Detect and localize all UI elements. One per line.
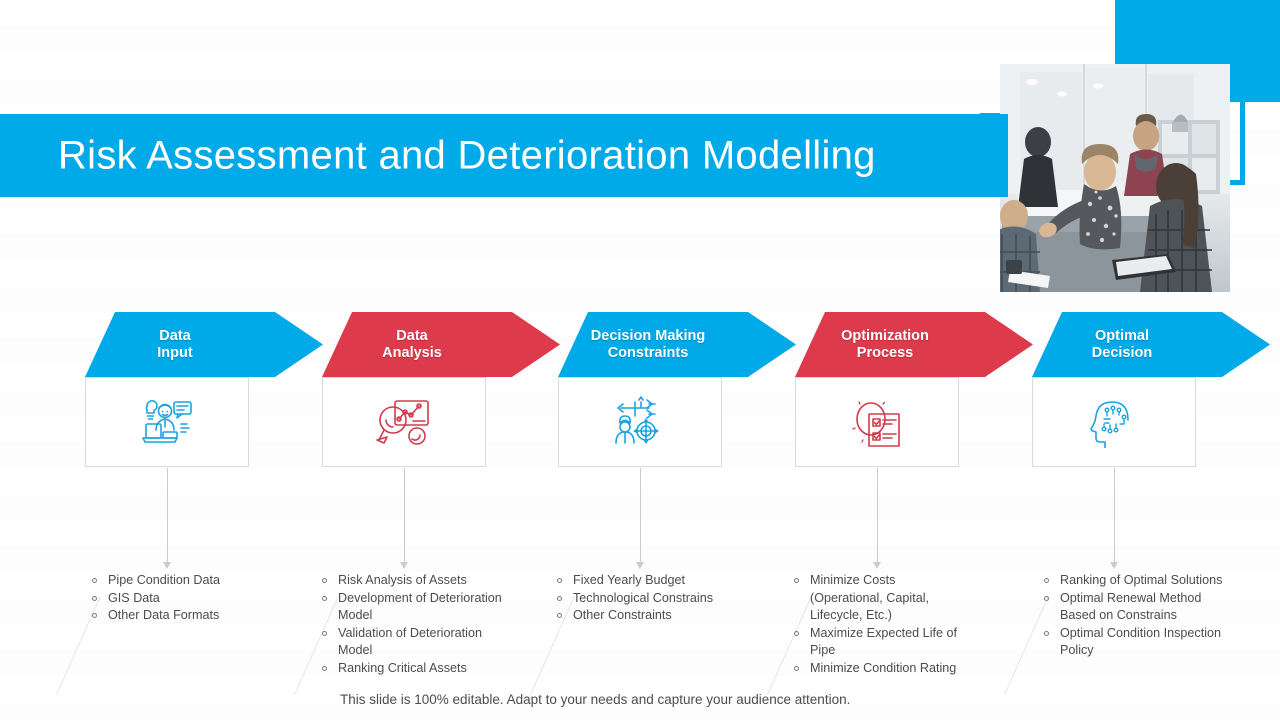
list-item: Technological Constrains: [553, 590, 753, 608]
list-item: Maximize Expected Life of Pipe: [790, 625, 970, 660]
bullet-list-5: Ranking of Optimal Solutions Optimal Ren…: [1040, 572, 1230, 660]
step-arrow-1: [85, 312, 323, 377]
step-icon-card-5[interactable]: [1032, 377, 1196, 467]
footer-note: This slide is 100% editable. Adapt to yo…: [340, 692, 851, 707]
connector-arrow-2: [400, 562, 408, 569]
page-title: Risk Assessment and Deterioration Modell…: [58, 133, 876, 177]
person-at-laptop-idea-icon: [142, 400, 192, 443]
process-step-3[interactable]: Decision Making Constraints: [558, 300, 796, 475]
bullet-list-4: Minimize Costs (Operational, Capital, Li…: [790, 572, 970, 677]
connector-line-1: [167, 468, 168, 564]
business-team-meeting-photo: [1000, 64, 1230, 292]
bullet-column-4: Minimize Costs (Operational, Capital, Li…: [790, 572, 970, 677]
step-icon-card-3[interactable]: [558, 377, 722, 467]
connector-arrow-5: [1110, 562, 1118, 569]
bullet-list-2: Risk Analysis of Assets Development of D…: [318, 572, 518, 677]
process-step-4[interactable]: Optimization Process: [795, 300, 1033, 475]
step-icon-card-2[interactable]: [322, 377, 486, 467]
list-item: Optimal Renewal Method Based on Constrai…: [1040, 590, 1230, 625]
process-flow: Data Input: [0, 300, 1280, 695]
list-item: Ranking Critical Assets: [318, 660, 518, 678]
person-gear-direction-arrows-icon: [615, 396, 659, 444]
list-item: Minimize Condition Rating: [790, 660, 970, 678]
list-item: Minimize Costs (Operational, Capital, Li…: [790, 572, 970, 625]
connector-arrow-1: [163, 562, 171, 569]
step-arrow-4: [795, 312, 1033, 377]
list-item: Validation of Deterioration Model: [318, 625, 518, 660]
list-item: Pipe Condition Data: [88, 572, 298, 590]
step-arrow-3: [558, 312, 796, 377]
list-item: Ranking of Optimal Solutions: [1040, 572, 1230, 590]
bullet-list-3: Fixed Yearly Budget Technological Constr…: [553, 572, 753, 625]
bullet-column-3: Fixed Yearly Budget Technological Constr…: [553, 572, 753, 625]
step-icon-card-4[interactable]: [795, 377, 959, 467]
list-item: Development of Deterioration Model: [318, 590, 518, 625]
connector-line-4: [877, 468, 878, 564]
step-icon-card-1[interactable]: [85, 377, 249, 467]
connector-line-2: [404, 468, 405, 564]
connector-line-3: [640, 468, 641, 564]
step-arrow-2: [322, 312, 560, 377]
magnifier-chart-analysis-icon: [376, 400, 429, 445]
bullet-column-2: Risk Analysis of Assets Development of D…: [318, 572, 518, 677]
list-item: Risk Analysis of Assets: [318, 572, 518, 590]
connector-line-5: [1114, 468, 1115, 564]
photo-frame: [1000, 64, 1230, 292]
title-banner: Risk Assessment and Deterioration Modell…: [0, 114, 1008, 197]
list-item: Other Data Formats: [88, 607, 298, 625]
head-circuit-brain-icon: [1090, 401, 1129, 448]
connector-arrow-4: [873, 562, 881, 569]
bullet-column-1: Pipe Condition Data GIS Data Other Data …: [88, 572, 298, 625]
bullet-column-5: Ranking of Optimal Solutions Optimal Ren…: [1040, 572, 1230, 660]
process-step-5[interactable]: Optimal Decision: [1032, 300, 1270, 475]
list-item: Other Constraints: [553, 607, 753, 625]
step-arrow-5: [1032, 312, 1270, 377]
list-item: Optimal Condition Inspection Policy: [1040, 625, 1230, 660]
process-step-1[interactable]: Data Input: [85, 300, 323, 475]
process-step-2[interactable]: Data Analysis: [322, 300, 560, 475]
connector-arrow-3: [636, 562, 644, 569]
list-item: GIS Data: [88, 590, 298, 608]
bullet-list-1: Pipe Condition Data GIS Data Other Data …: [88, 572, 298, 625]
checklist-clipboard-icon: [852, 401, 900, 447]
list-item: Fixed Yearly Budget: [553, 572, 753, 590]
